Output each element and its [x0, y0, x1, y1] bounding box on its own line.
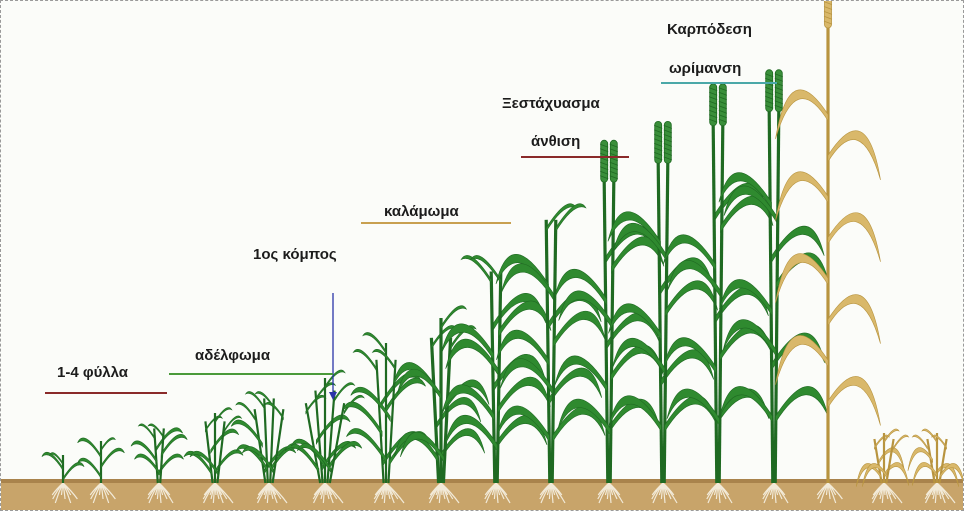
stage-underline-1-4-leaves [45, 392, 167, 394]
stage-label-grain-set: Καρπόδεση [667, 21, 752, 38]
stage-label-heading: Ξεστάχυασμα [502, 95, 600, 112]
soil-surface [1, 479, 964, 483]
stage-label-1-4-leaves: 1-4 φύλλα [57, 364, 128, 381]
stage-label-first-node: 1ος κόμπος [253, 246, 337, 263]
stage-underline-flowering [521, 156, 629, 158]
stage-underline-stem-elongation [361, 222, 511, 224]
stage-label-ripening: ωρίμανση [669, 60, 741, 77]
stage-label-flowering: άνθιση [531, 133, 580, 150]
stage-underline-ripening [661, 82, 777, 84]
stage-underline-tillering [169, 373, 333, 375]
stage-label-tillering: αδέλφωμα [195, 347, 270, 364]
stage-label-stem-elongation: καλάμωμα [384, 203, 459, 220]
